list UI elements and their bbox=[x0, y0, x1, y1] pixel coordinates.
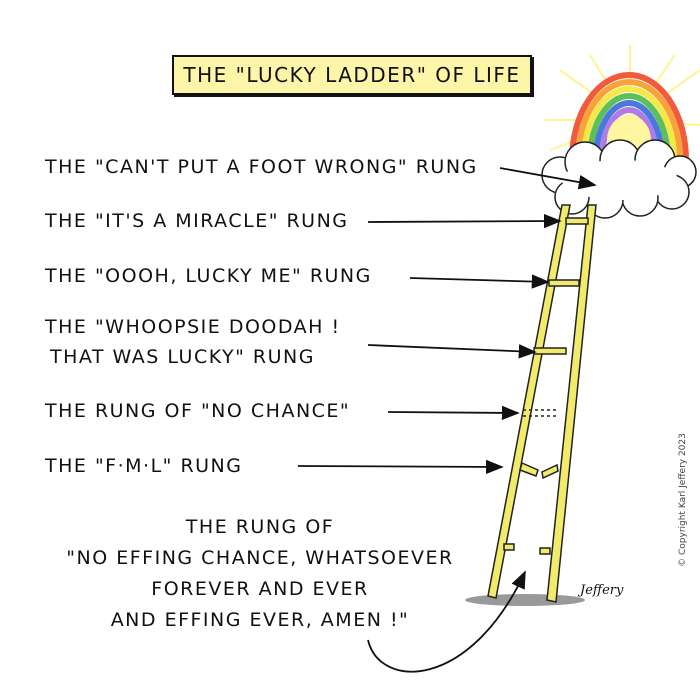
artist-signature: Jeffery bbox=[580, 583, 624, 598]
copyright-notice: © Copyright Karl Jeffery 2023 bbox=[678, 433, 688, 567]
label-rung-6: THE "F·M·L" RUNG bbox=[45, 455, 243, 477]
label-rung-5: THE RUNG OF "NO CHANCE" bbox=[45, 400, 351, 422]
rung-stub-right bbox=[539, 547, 551, 555]
bottom-line-2: "NO EFFING CHANCE, WHATSOEVER bbox=[66, 547, 454, 569]
label-rung-4-line-2: THAT WAS LUCKY" RUNG bbox=[50, 346, 315, 368]
bottom-line-3: FOREVER AND EVER bbox=[151, 578, 369, 600]
rung-broken-right bbox=[541, 463, 559, 480]
label-rung-3: THE "OOOH, LUCKY ME" RUNG bbox=[45, 265, 372, 287]
rung-broken-left bbox=[519, 461, 539, 477]
ladder-right-rail bbox=[546, 204, 597, 603]
title: THE "LUCKY LADDER" OF LIFE bbox=[183, 63, 521, 87]
rung-3 bbox=[533, 347, 567, 355]
ladder bbox=[465, 204, 597, 606]
rung-1 bbox=[565, 217, 589, 225]
ladder-shadow bbox=[465, 594, 585, 606]
label-rung-2: THE "IT'S A MIRACLE" RUNG bbox=[45, 210, 349, 232]
bottom-line-1: THE RUNG OF bbox=[185, 516, 335, 538]
title-box: THE "LUCKY LADDER" OF LIFE bbox=[172, 55, 532, 95]
bottom-line-4: AND EFFING EVER, AMEN !" bbox=[110, 609, 410, 631]
label-rung-1: THE "CAN'T PUT A FOOT WRONG" RUNG bbox=[45, 156, 478, 178]
ladder-left-rail bbox=[487, 204, 571, 599]
rung-stub-left bbox=[503, 543, 515, 551]
rainbow bbox=[569, 72, 689, 161]
arrows bbox=[297, 167, 597, 673]
label-bottom-rung: THE RUNG OF "NO EFFING CHANCE, WHATSOEVE… bbox=[40, 512, 480, 636]
rung-2 bbox=[548, 279, 580, 287]
label-rung-4-line-1: THE "WHOOPSIE DOODAH ! bbox=[45, 316, 341, 338]
